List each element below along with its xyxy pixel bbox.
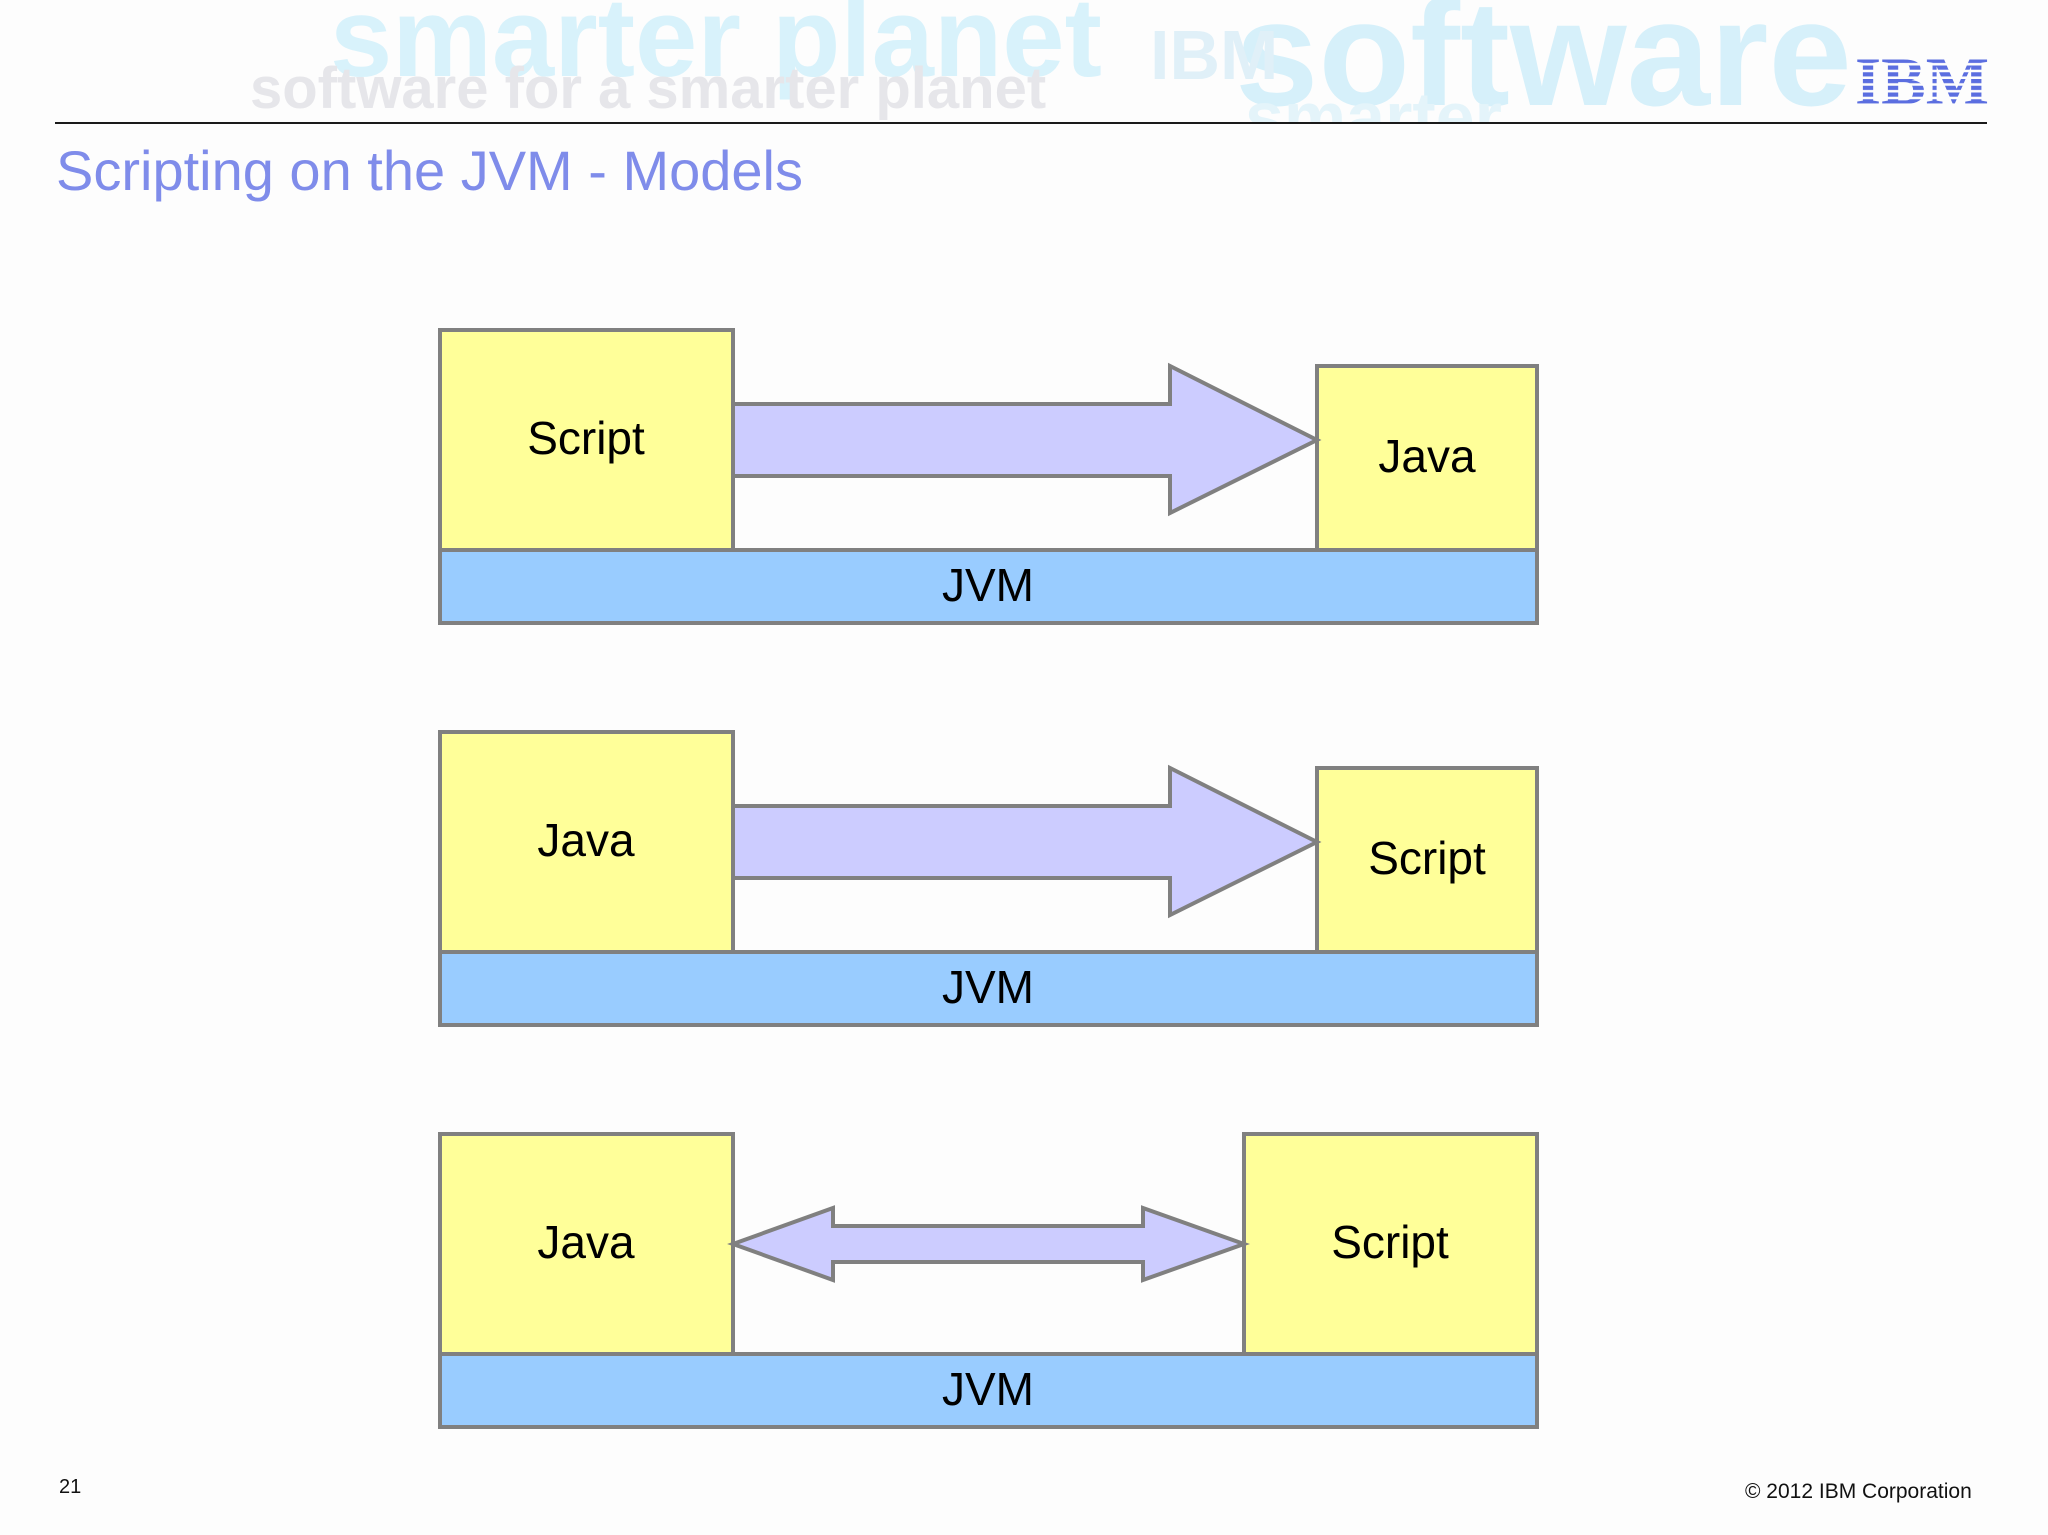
header-banner: smarter planet software for a smarter pl… — [0, 0, 2048, 124]
jvm-bar — [438, 950, 1539, 1027]
jvm-label: JVM — [942, 559, 1034, 611]
jvm-bar — [438, 548, 1539, 625]
source-box — [438, 1132, 735, 1356]
source-box-label: Java — [537, 1216, 635, 1268]
model-2: Java Script JVM — [438, 730, 1539, 1027]
page-number: 21 — [59, 1476, 82, 1498]
header-rule — [55, 122, 1987, 124]
target-box — [1315, 364, 1539, 552]
target-box-label: Script — [1368, 832, 1486, 884]
banner-watermark: smarter — [1245, 78, 1502, 124]
target-box — [1315, 766, 1539, 954]
jvm-bar — [438, 1352, 1539, 1429]
target-box-label: Java — [1378, 430, 1476, 482]
banner-watermark: IBM — [1150, 16, 1279, 94]
copyright-text: © 2012 IBM Corporation — [1745, 1480, 1972, 1503]
banner-watermark: smarter planet — [330, 0, 1102, 100]
banner-watermark: software for a smarter planet — [250, 56, 1047, 121]
target-box-label: Script — [1331, 1216, 1449, 1268]
banner-watermark: software — [1235, 0, 1852, 124]
ibm-logo-icon: IBM — [1855, 52, 1989, 111]
double-arrow-icon — [727, 1205, 1250, 1283]
source-box — [438, 730, 735, 954]
target-box — [1242, 1132, 1539, 1356]
page-title: Scripting on the JVM - Models — [56, 139, 803, 202]
right-arrow-icon — [731, 764, 1322, 919]
source-box-label: Script — [527, 412, 645, 464]
right-arrow-icon — [731, 362, 1322, 517]
jvm-label: JVM — [942, 1363, 1034, 1415]
source-box — [438, 328, 735, 552]
source-box-label: Java — [537, 814, 635, 866]
model-3: Java Script JVM — [438, 1132, 1539, 1429]
jvm-label: JVM — [942, 961, 1034, 1013]
model-1: Script Java JVM — [438, 328, 1539, 625]
